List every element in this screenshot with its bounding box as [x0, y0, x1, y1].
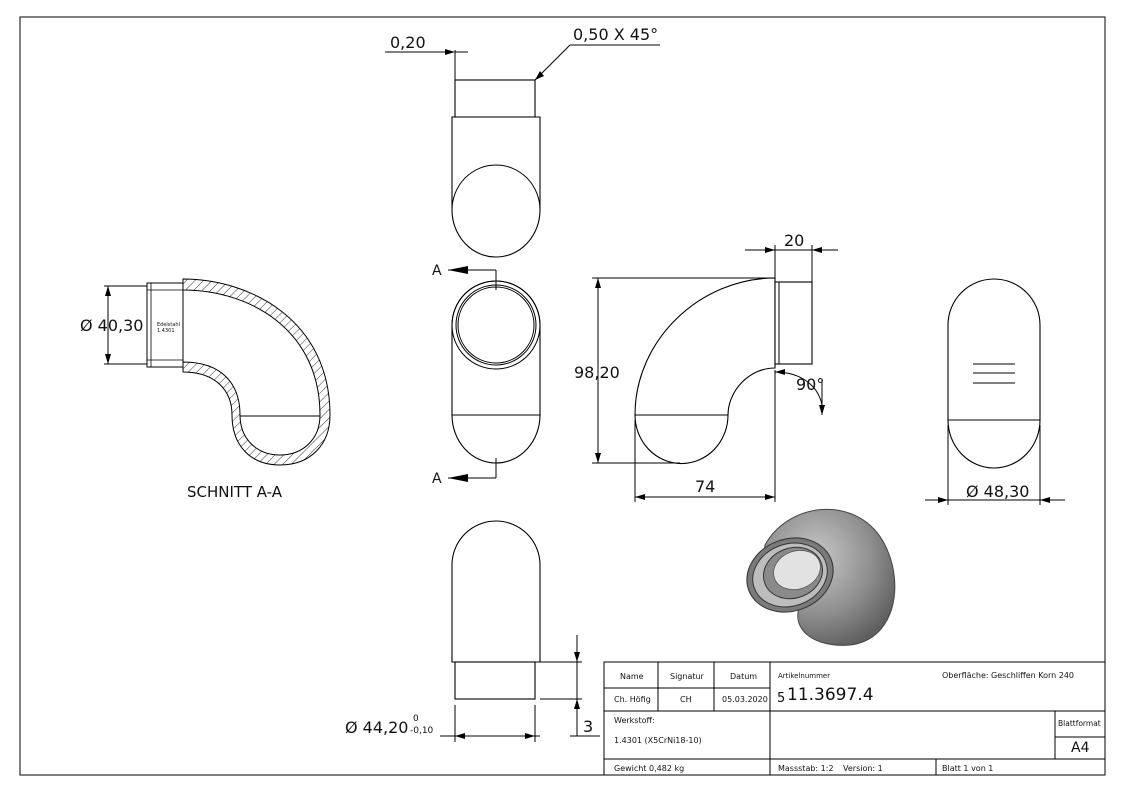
tb-gewicht: Gewicht 0,482 kg [614, 764, 684, 773]
section-marker-bottom: A [432, 471, 442, 487]
tb-header-name: Name [620, 672, 644, 681]
tb-value-signatur: CH [680, 695, 692, 704]
bottom-tolerance-lower: -0,10 [410, 726, 434, 736]
tb-article-number: 11.3697.4 [787, 685, 874, 705]
tb-value-name: Ch. Höfig [614, 695, 651, 704]
top-view: 0,20 0,50 X 45° [385, 25, 660, 258]
tb-article-prefix: 5 [777, 691, 785, 706]
bottom-tolerance-upper: 0 [413, 714, 419, 724]
section-marker-top: A [432, 263, 442, 279]
tb-value-oberflaeche: Geschliffen Korn 240 [991, 671, 1074, 680]
bottom-view: Ø 44,20 0 -0,10 3 [345, 520, 600, 742]
drawing-frame [19, 16, 1106, 776]
section-hatched-wall [182, 278, 331, 466]
front-view-body [451, 280, 541, 464]
tb-massstab: Massstab: 1:2 [778, 764, 834, 773]
side-length-label: 20 [784, 231, 804, 250]
section-engraving-line2: 1.4301 [157, 328, 175, 334]
section-caption: SCHNITT A-A [187, 483, 283, 501]
title-block: Name Signatur Datum Ch. Höfig CH 05.03.2… [603, 661, 1106, 776]
tb-header-blattformat: Blattformat [1058, 719, 1101, 728]
tb-header-werkstoff: Werkstoff: [614, 716, 655, 725]
right-view: Ø 48,30 [925, 278, 1065, 505]
side-angle-label: 90° [796, 375, 824, 394]
side-view-sleeve [774, 281, 813, 365]
top-view-body [451, 116, 541, 258]
bottom-view-sleeve [454, 661, 536, 700]
section-engraving-line1: Edelstahl [157, 322, 180, 328]
bottom-diameter-label: Ø 44,20 [345, 718, 408, 737]
side-width-label: 74 [695, 477, 715, 496]
tb-header-signatur: Signatur [670, 672, 705, 681]
side-view-body [634, 277, 776, 464]
side-height-label: 98,20 [574, 363, 620, 382]
tb-version: Version: 1 [843, 764, 883, 773]
tb-blatt: Blatt 1 von 1 [942, 764, 993, 773]
tb-header-datum: Datum [730, 672, 757, 681]
bottom-view-body [451, 520, 541, 663]
section-diameter-label: Ø 40,30 [80, 316, 143, 335]
top-view-sleeve [454, 79, 536, 118]
section-sleeve [146, 282, 184, 368]
top-offset-label: 0,20 [390, 33, 426, 52]
top-chamfer-label: 0,50 X 45° [573, 25, 658, 44]
section-view-a-a: Edelstahl 1.4301 Ø 40,30 SCHNITT A-A [80, 278, 331, 501]
right-diameter-label: Ø 48,30 [966, 482, 1029, 501]
tb-value-datum: 05.03.2020 [722, 695, 768, 704]
tb-header-artikelnummer: Artikelnummer [778, 672, 830, 680]
side-view: 20 98,20 74 90° [574, 231, 838, 502]
tb-header-oberflaeche: Oberfläche: [942, 671, 989, 680]
bottom-depth-label: 3 [583, 717, 593, 736]
isometric-render [746, 508, 896, 646]
tb-value-blattformat: A4 [1071, 740, 1090, 756]
front-view: A A [432, 263, 541, 487]
tb-value-werkstoff: 1.4301 (X5CrNi18-10) [614, 736, 702, 745]
